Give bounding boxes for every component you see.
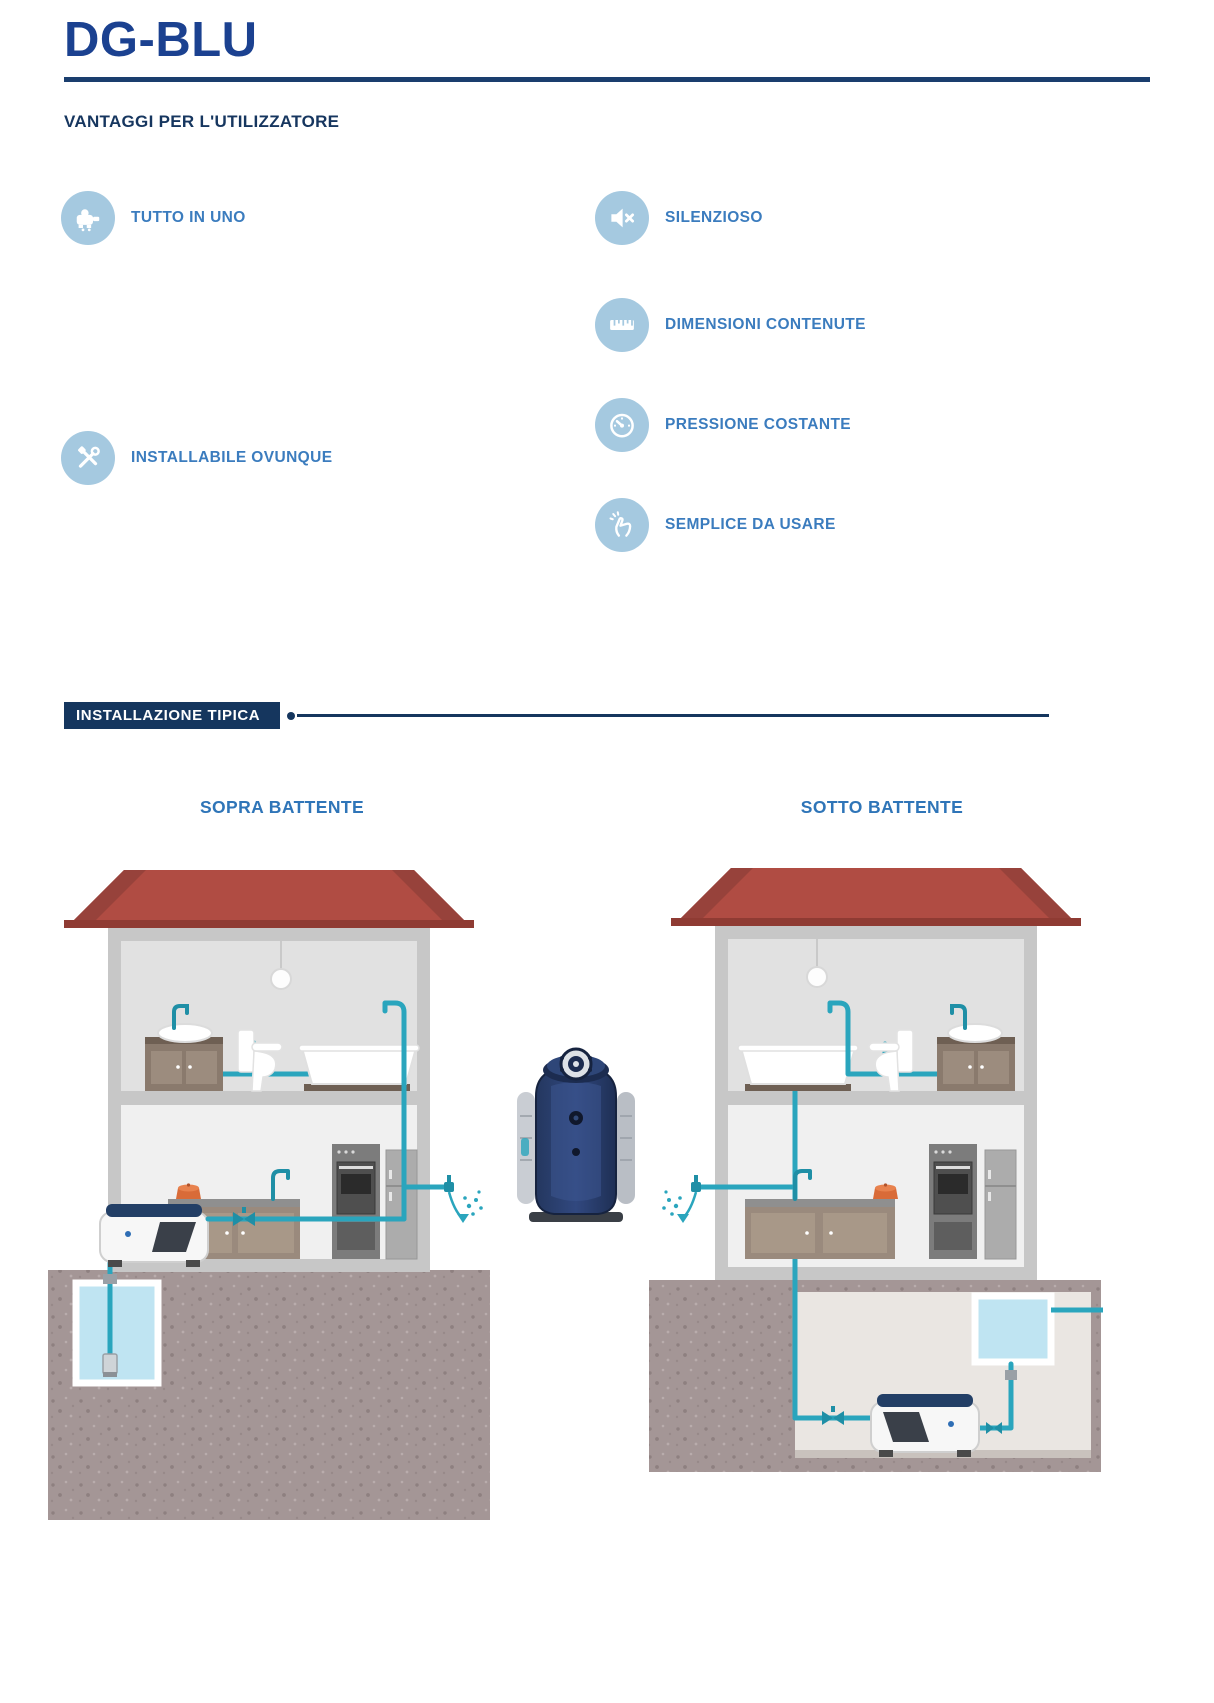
scenario-label-sotto-battente: SOTTO BATTENTE	[800, 797, 964, 817]
heading-connector-dot	[287, 711, 296, 720]
roof	[64, 870, 474, 928]
toilet	[868, 1029, 914, 1092]
oven	[332, 1144, 380, 1259]
installation-section-header: INSTALLAZIONE TIPICA	[64, 702, 1050, 729]
roof	[671, 868, 1081, 926]
house-illustration-sopra-battente	[48, 870, 490, 1520]
bathtub	[298, 1044, 420, 1091]
advantage-label: PRESSIONE COSTANTE	[665, 416, 852, 433]
top-knob	[543, 1047, 609, 1083]
house-illustration-sotto-battente	[649, 868, 1103, 1472]
advantage-item-semplice-da-usare: SEMPLICE DA USARE	[595, 498, 836, 552]
suction-pipe	[103, 1257, 117, 1362]
installation-heading-badge: INSTALLAZIONE TIPICA	[64, 702, 281, 729]
advantage-item-dimensioni-contenute: DIMENSIONI CONTENUTE	[595, 298, 866, 352]
kitchen-counter	[745, 1199, 895, 1259]
shutoff-valve-basement	[822, 1406, 844, 1425]
foot-valve	[102, 1353, 118, 1377]
oven	[929, 1144, 977, 1259]
ruler-icon	[595, 298, 649, 352]
title-divider	[64, 77, 1150, 82]
bathtub	[737, 1044, 859, 1091]
gauge-icon	[595, 398, 649, 452]
cooking-pot	[176, 1183, 201, 1199]
advantage-label: SILENZIOSO	[665, 209, 763, 226]
advantage-item-installabile-ovunque: INSTALLABILE OVUNQUE	[61, 431, 332, 485]
ceiling-lamp	[270, 941, 292, 990]
scenario-label-sopra-battente: SOPRA BATTENTE	[199, 797, 365, 817]
advantage-label: DIMENSIONI CONTENUTE	[665, 316, 866, 333]
garden-tap	[444, 1175, 463, 1219]
dg-blu-product-image	[517, 1047, 635, 1222]
fridge	[984, 1149, 1017, 1260]
bathroom-sink	[145, 1004, 223, 1091]
advantage-item-pressione-costante: PRESSIONE COSTANTE	[595, 398, 851, 452]
toilet	[237, 1029, 283, 1092]
advantage-item-silenzioso: SILENZIOSO	[595, 191, 763, 245]
garden-tap	[682, 1175, 701, 1219]
sprinkler	[457, 1190, 483, 1223]
piping-front	[694, 1000, 851, 1201]
advantage-item-tutto-in-uno: TUTTO IN UNO	[61, 191, 246, 245]
shutoff-valve	[233, 1207, 255, 1226]
dg-blu-pump-unit	[99, 1204, 209, 1267]
snap-icon	[595, 498, 649, 552]
pump-icon	[61, 191, 115, 245]
pipe-coupling	[1005, 1370, 1017, 1380]
bathroom-sink	[937, 1004, 1015, 1091]
shutoff-valve-tank	[986, 1422, 1002, 1434]
page-title: DG-BLU	[64, 13, 258, 67]
storage-tank	[971, 1292, 1103, 1366]
cooking-pot	[873, 1183, 898, 1199]
sprinkler	[662, 1190, 689, 1223]
heading-connector-line	[297, 714, 1050, 717]
dg-blu-pump-unit	[870, 1394, 980, 1457]
advantages-heading: VANTAGGI PER L'UTILIZZATORE	[64, 112, 340, 131]
tools-icon	[61, 431, 115, 485]
advantage-label: SEMPLICE DA USARE	[665, 516, 836, 533]
advantage-label: INSTALLABILE OVUNQUE	[131, 449, 333, 466]
ceiling-lamp	[806, 939, 828, 988]
muted-speaker-icon	[595, 191, 649, 245]
advantage-label: TUTTO IN UNO	[131, 209, 246, 226]
